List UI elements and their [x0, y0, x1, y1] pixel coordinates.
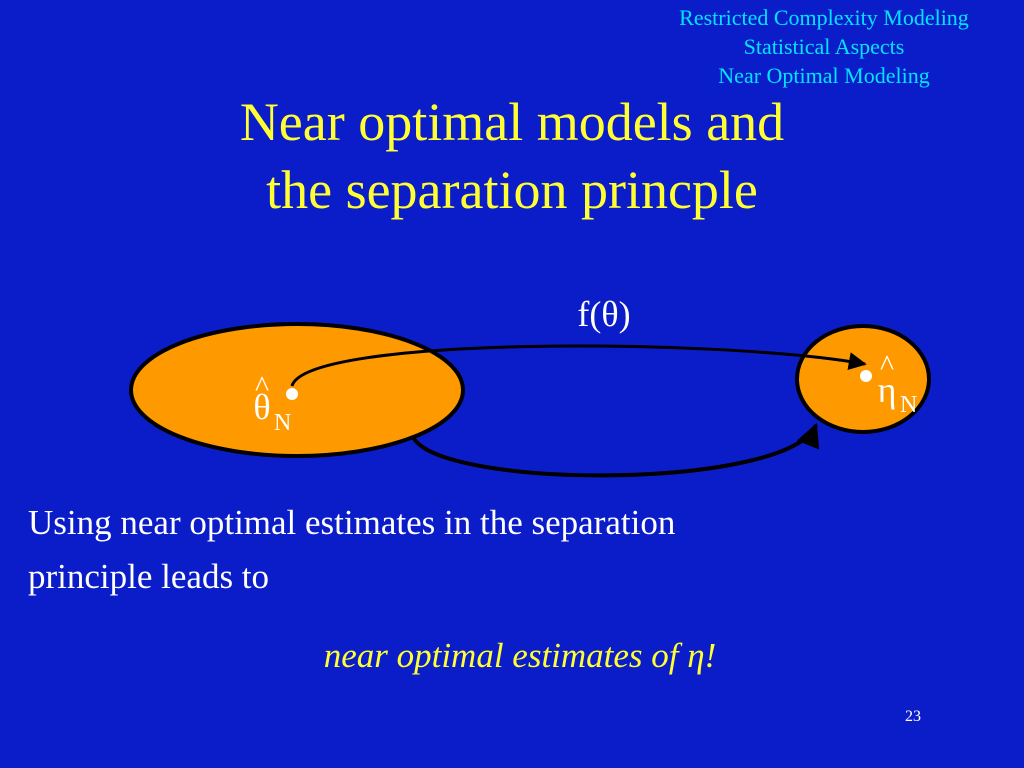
target-hat: ^ — [880, 349, 894, 382]
title-line-2: the separation princple — [266, 160, 758, 220]
conclusion-text: near optimal estimates of η! — [0, 632, 1024, 680]
header-line-1: Restricted Complexity Modeling — [679, 5, 969, 30]
page-number: 23 — [905, 708, 921, 725]
source-symbol: θ — [253, 387, 270, 427]
title-line-1: Near optimal models and — [239, 92, 785, 152]
mapping-arrow-bottom — [411, 422, 820, 478]
conclusion-symbol: η — [687, 636, 705, 675]
body-text: Using near optimal estimates in the sepa… — [28, 496, 928, 604]
target-symbol: η — [878, 370, 897, 410]
body-line-1: Using near optimal estimates in the sepa… — [28, 503, 676, 542]
slide-title: Near optimal models and the separation p… — [0, 88, 1024, 224]
conclusion-prefix: near optimal estimates of — [323, 636, 688, 675]
header-line-2: Statistical Aspects — [743, 34, 905, 59]
header-line-3: Near Optimal Modeling — [718, 63, 930, 88]
conclusion-suffix: ! — [704, 636, 717, 675]
source-point — [286, 388, 298, 400]
function-label: f(θ) — [577, 294, 630, 334]
body-line-2: principle leads to — [28, 557, 270, 596]
source-subscript: N — [274, 410, 291, 436]
source-hat: ^ — [255, 370, 269, 403]
target-point — [860, 370, 872, 382]
source-set-ellipse — [129, 322, 465, 458]
section-header: Restricted Complexity Modeling Statistic… — [634, 3, 1014, 90]
target-subscript: N — [900, 392, 917, 418]
mapping-arrow-top — [290, 344, 867, 387]
